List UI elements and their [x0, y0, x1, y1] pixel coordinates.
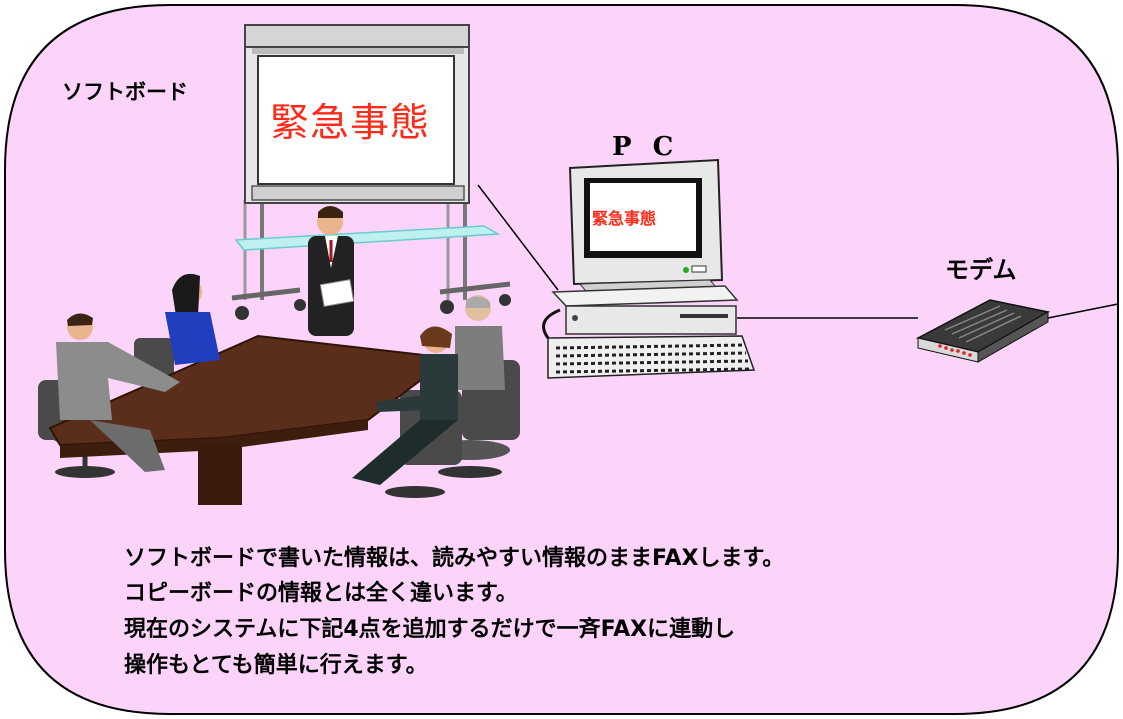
description-line-1: ソフトボードで書いた情報は、読みやすい情報のままFAXします。 — [124, 546, 785, 571]
description-line-4: 操作もとても簡単に行えます。 — [124, 653, 428, 678]
softboard-illustration — [231, 24, 559, 320]
pc-label: P C — [612, 132, 680, 162]
board-emergency-text: 緊急事態 — [270, 101, 431, 146]
modem-label: モデム — [945, 256, 1017, 284]
modem-illustration — [915, 299, 1119, 363]
description-line-3: 現在のシステムに下記4点を追加するだけで一斉FAXに連動し — [124, 617, 736, 642]
pc-screen-emergency-text: 緊急事態 — [592, 209, 657, 228]
meeting-people — [56, 206, 505, 485]
description-line-2: コピーボードの情報とは全く違います。 — [124, 581, 518, 606]
softboard-label: ソフトボード — [62, 80, 188, 104]
pc-illustration — [542, 158, 918, 379]
